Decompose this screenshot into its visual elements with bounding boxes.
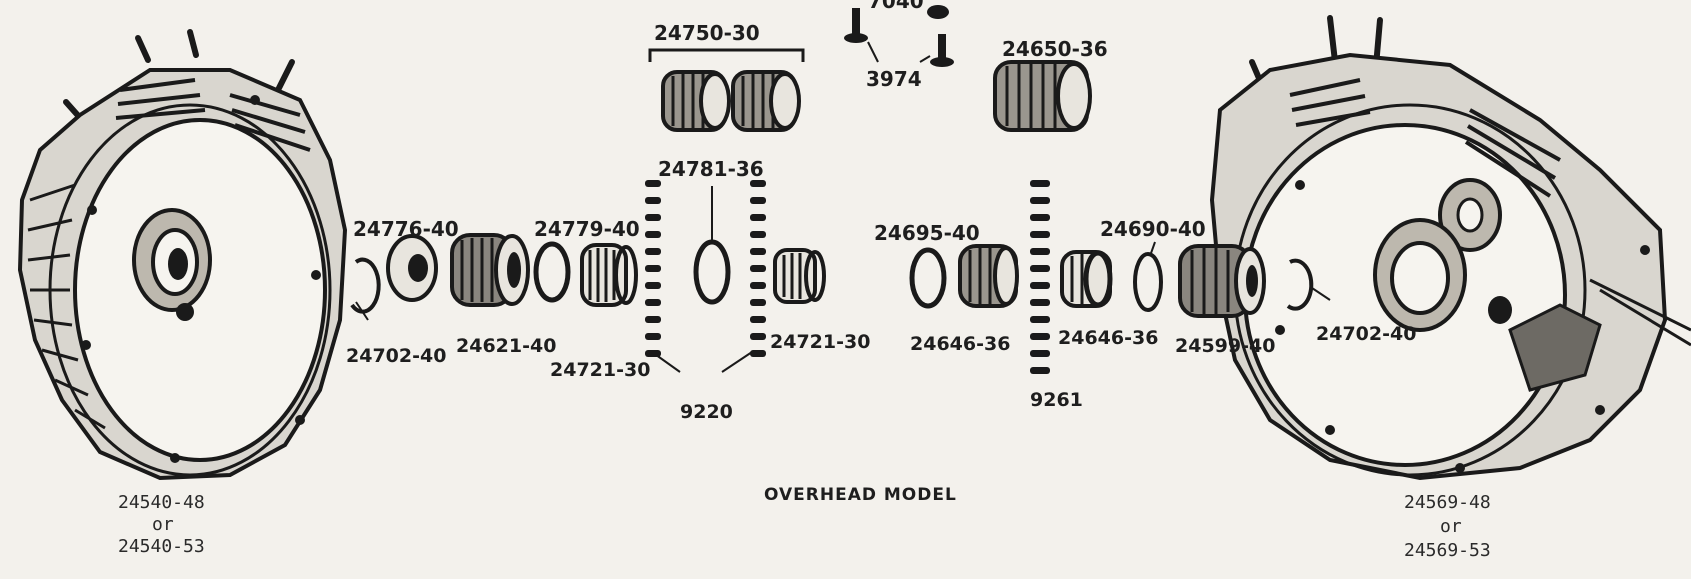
roller-stack-9220-left (645, 180, 661, 357)
label-24646-36-a: 24646-36 (910, 333, 1010, 355)
roller-bearing-24721-30-right (773, 248, 826, 304)
label-24721-30-b: 24721-30 (770, 331, 870, 353)
label-24646-36-b: 24646-36 (1058, 327, 1158, 349)
cage-bearing-24750-30-b (731, 70, 801, 132)
right-crankcase-half (1209, 15, 1691, 481)
washer-24690-40 (1133, 252, 1163, 312)
leader-lines (355, 186, 1331, 373)
washer-24781-36 (693, 239, 731, 305)
label-24621-40: 24621-40 (456, 335, 556, 357)
label-24776-40: 24776-40 (353, 217, 459, 241)
screw-3974-a (844, 8, 868, 43)
bearing-race-24621-40 (450, 233, 530, 307)
roller-stack-9261 (1030, 180, 1050, 374)
label-9220: 9220 (680, 401, 733, 423)
label-24599-40: 24599-40 (1175, 335, 1275, 357)
roller-stack-9220-right (750, 180, 766, 357)
group-bracket-24750-30 (648, 48, 805, 62)
label-3974: 3974 (866, 67, 922, 91)
bearing-race-24599-40 (1178, 244, 1266, 318)
roller-bearing-24646-36-a (958, 244, 1019, 308)
nut-7040 (927, 5, 949, 19)
label-24781-36: 24781-36 (658, 157, 764, 181)
right-case-or: or (1440, 516, 1462, 537)
roller-bearing-24646-36-b (1060, 250, 1113, 308)
screw-3974-b (930, 34, 954, 67)
left-case-number-1: 24540-48 (118, 492, 205, 513)
label-24702-40-left: 24702-40 (346, 345, 446, 367)
left-case-number-2: 24540-53 (118, 536, 205, 557)
label-24690-40: 24690-40 (1100, 217, 1206, 241)
oil-seal-24776-40 (386, 234, 438, 302)
caption-overhead-model: OVERHEAD MODEL (764, 485, 957, 505)
label-24695-40: 24695-40 (874, 221, 980, 245)
snap-ring-left (350, 257, 381, 314)
label-24750-30: 24750-30 (654, 21, 760, 45)
cage-bearing-24750-30-a (661, 70, 731, 132)
left-crankcase-half (17, 29, 348, 481)
right-case-number-1: 24569-48 (1404, 492, 1491, 513)
washer-24779-40 (533, 241, 571, 303)
left-case-or: or (152, 514, 174, 535)
label-24779-40: 24779-40 (534, 217, 640, 241)
label-9261: 9261 (1030, 389, 1083, 411)
roller-bearing-24721-30-left (580, 243, 638, 307)
label-7040: 7040 (868, 0, 924, 13)
right-case-number-2: 24569-53 (1404, 540, 1491, 561)
label-24650-36: 24650-36 (1002, 37, 1108, 61)
label-24721-30-a: 24721-30 (550, 359, 650, 381)
label-24702-40-right: 24702-40 (1316, 323, 1416, 345)
washer-24695-40 (909, 247, 947, 309)
snap-ring-right (1286, 258, 1314, 311)
cage-bearing-24650-36 (993, 60, 1092, 132)
